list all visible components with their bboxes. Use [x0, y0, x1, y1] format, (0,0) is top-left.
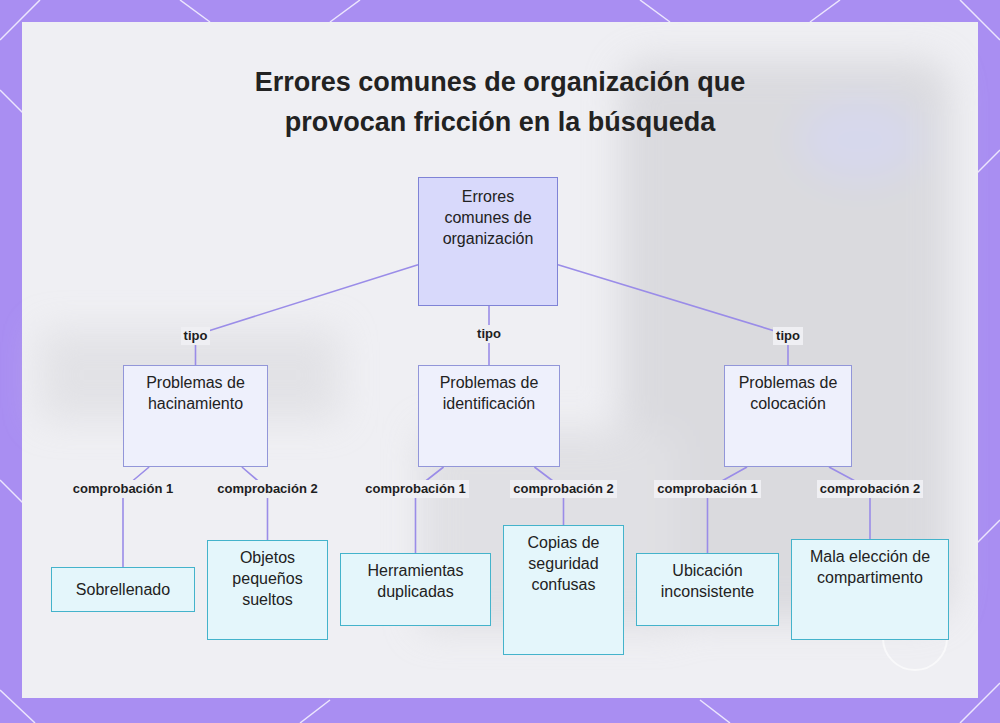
node-text: Objetos pequeños sueltos: [218, 547, 317, 610]
check-box: Ubicación inconsistente: [636, 553, 779, 626]
check-box: Objetos pequeños sueltos: [207, 540, 328, 640]
check-box: Herramientas duplicadas: [340, 553, 491, 626]
node-text: Problemas de identificación: [429, 372, 549, 414]
root-box: Errores comunes de organización: [418, 177, 558, 306]
category-box: Problemas de hacinamiento: [123, 365, 268, 467]
node-text: Problemas de colocación: [735, 372, 841, 414]
node-text: Errores comunes de organización: [429, 186, 547, 249]
connector-line: [196, 265, 419, 365]
edge-label: tipo: [773, 327, 803, 345]
edge-label: tipo: [181, 327, 211, 345]
edge-label: tipo: [474, 325, 504, 343]
node-text: Copias de seguridad confusas: [514, 532, 613, 595]
panel: [22, 22, 978, 698]
connector-line: [558, 265, 788, 365]
check-box: Sobrellenado: [51, 567, 195, 612]
category-box: Problemas de identificación: [418, 365, 560, 467]
node-text: Mala elección de compartimento: [802, 546, 938, 588]
connector-line: [829, 467, 870, 539]
edge-label: comprobación 1: [362, 480, 468, 498]
connector-line: [242, 467, 268, 540]
edge-label: comprobación 2: [214, 480, 320, 498]
node-text: Problemas de hacinamiento: [134, 372, 257, 414]
category-box: Problemas de colocación: [724, 365, 852, 467]
edge-label: comprobación 1: [654, 480, 760, 498]
node-text: Herramientas duplicadas: [351, 560, 480, 602]
node-text: Ubicación inconsistente: [647, 560, 768, 602]
diagram-title: Errores comunes de organización que prov…: [200, 62, 800, 142]
edge-label: comprobación 2: [510, 480, 616, 498]
edge-label: comprobación 2: [817, 480, 923, 498]
check-box: Copias de seguridad confusas: [503, 525, 624, 655]
check-box: Mala elección de compartimento: [791, 539, 949, 640]
edge-label: comprobación 1: [70, 480, 176, 498]
node-text: Sobrellenado: [76, 579, 170, 600]
